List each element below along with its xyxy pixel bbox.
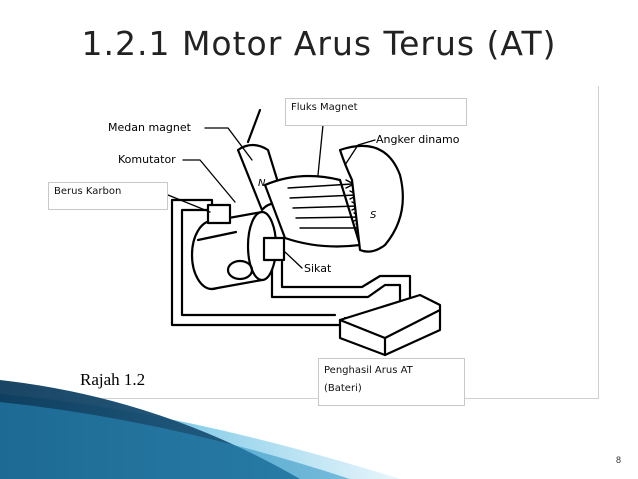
wire-right-inner — [280, 260, 412, 302]
callout-fluks-magnet-text: Fluks Magnet — [291, 102, 358, 113]
callout-berus-karbon: Berus Karbon — [48, 182, 168, 210]
label-pole-n: N — [258, 178, 266, 189]
wire-right — [270, 260, 402, 302]
callout-penghasil-line2: (Bateri) — [324, 383, 362, 394]
battery — [338, 293, 442, 357]
label-medan-magnet: Medan magnet — [108, 121, 192, 134]
label-angker-dinamo: Angker dinamo — [376, 133, 460, 146]
callout-penghasil-arus: Penghasil Arus AT (Bateri) — [318, 358, 465, 406]
slide-title: 1.2.1 Motor Arus Terus (AT) — [81, 24, 557, 63]
brush-top — [206, 203, 232, 225]
callout-fluks-magnet: Fluks Magnet — [285, 98, 467, 126]
label-komutator: Komutator — [118, 153, 176, 166]
magnet-s — [338, 144, 404, 253]
callout-penghasil-line1: Penghasil Arus AT — [324, 365, 413, 376]
label-sikat: Sikat — [304, 262, 332, 275]
decorative-swoosh — [0, 380, 400, 479]
page-number: 8 — [616, 455, 622, 465]
brush-right — [262, 236, 286, 262]
callout-berus-karbon-text: Berus Karbon — [54, 186, 122, 197]
label-pole-s: S — [370, 210, 377, 221]
figure-caption: Rajah 1.2 — [80, 370, 146, 389]
